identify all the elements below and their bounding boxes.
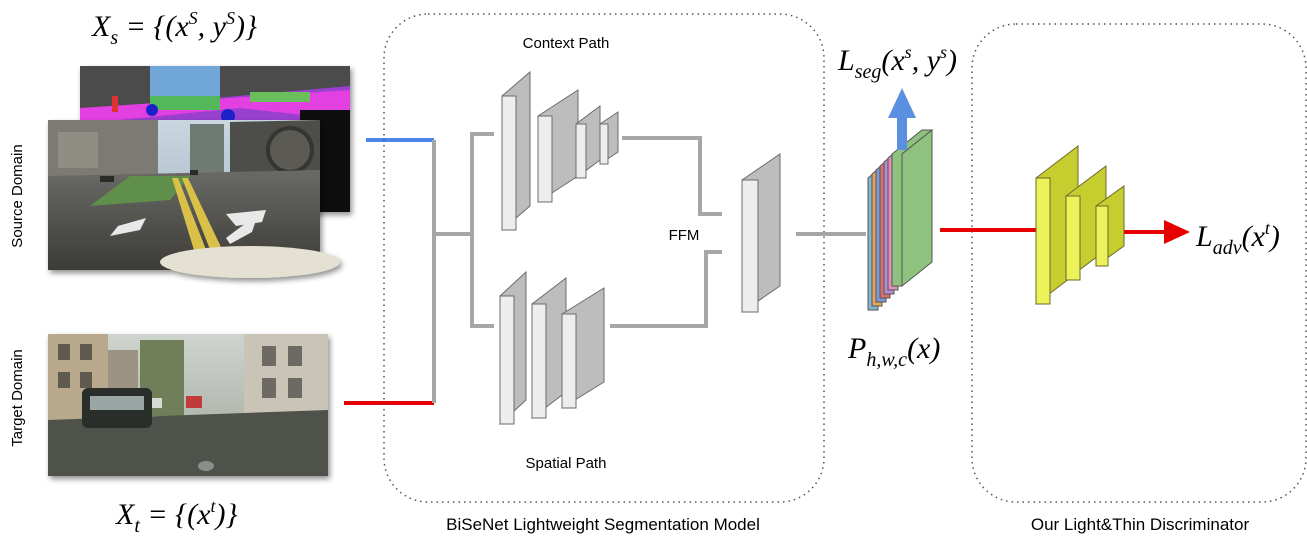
bisenet-caption: BiSeNet Lightweight Segmentation Model bbox=[446, 515, 760, 534]
spatial-block-3 bbox=[561, 287, 605, 409]
adv-loss-arrow bbox=[1124, 220, 1190, 244]
source-photo bbox=[48, 120, 340, 278]
target-domain-label: Target Domain bbox=[9, 349, 26, 447]
bisenet-container bbox=[383, 13, 825, 503]
source-domain-label: Source Domain bbox=[9, 144, 26, 247]
target-formula: Xt = {(xt)} bbox=[115, 496, 237, 537]
spatial-to-ffm-line bbox=[610, 250, 722, 328]
discriminator-caption: Our Light&Thin Discriminator bbox=[1031, 515, 1250, 534]
ffm-label: FFM bbox=[669, 227, 700, 244]
split-bracket bbox=[470, 132, 494, 328]
spatial-path-label: Spatial Path bbox=[526, 455, 607, 472]
spatial-path-blocks bbox=[499, 270, 605, 426]
spatial-block-2 bbox=[531, 276, 567, 420]
discriminator-blocks bbox=[1035, 144, 1125, 306]
context-block-1 bbox=[501, 70, 531, 232]
spatial-block-1 bbox=[499, 270, 527, 426]
ffm-block bbox=[741, 153, 781, 313]
output-probability-map bbox=[867, 128, 934, 311]
seg-loss-arrow bbox=[888, 88, 916, 150]
adv-loss-formula: Ladv(xt) bbox=[1195, 218, 1280, 259]
context-block-4 bbox=[599, 111, 619, 165]
context-path-blocks bbox=[501, 70, 619, 232]
channel-stack-side bbox=[901, 128, 933, 288]
seg-loss-formula: Lseg(xs, ys) bbox=[837, 42, 957, 83]
source-formula: Xs = {(xS, yS)} bbox=[91, 8, 257, 49]
context-block-3 bbox=[575, 105, 601, 179]
context-to-ffm-line bbox=[622, 136, 722, 216]
discriminator-container bbox=[971, 23, 1307, 503]
input-merge-line bbox=[432, 140, 472, 403]
probability-formula: Ph,w,c(x) bbox=[847, 332, 940, 371]
target-photo bbox=[48, 334, 328, 476]
context-path-label: Context Path bbox=[523, 35, 610, 52]
disc-block-3 bbox=[1095, 185, 1125, 267]
context-block-2 bbox=[537, 89, 579, 203]
